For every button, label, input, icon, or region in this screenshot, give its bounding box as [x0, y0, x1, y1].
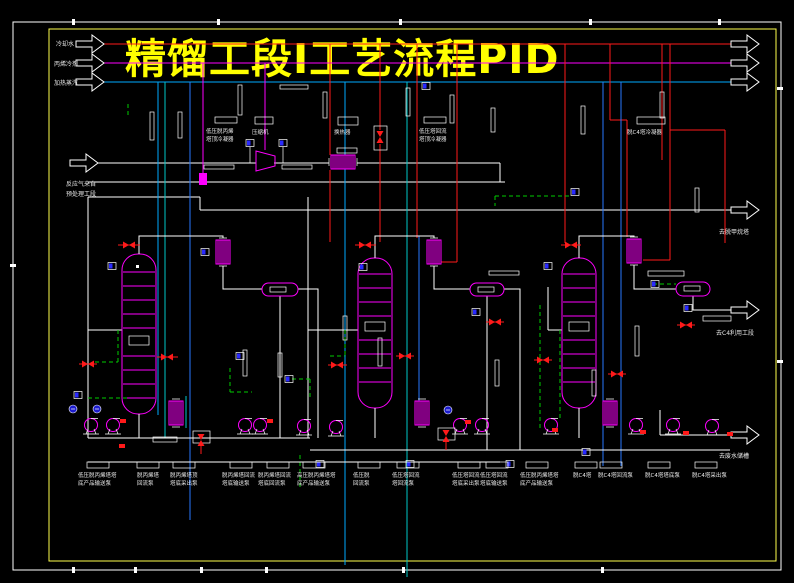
drawing-title: 精馏工段Ⅰ工艺流程PID	[125, 35, 560, 83]
condenser2-label-2: 塔顶冷凝器	[419, 135, 447, 143]
pump-label: 脱丙烯塔回流	[222, 471, 256, 479]
pump-label: 脱C4塔	[573, 471, 592, 479]
pump-label: 脱C4塔采出泵	[692, 471, 727, 479]
inline-elements	[591, 187, 700, 397]
feed-stream: 反应气来自 预处理工段	[66, 153, 501, 198]
motor-bubble	[443, 405, 453, 415]
pump-label: 低压塔回流	[392, 471, 420, 479]
motor-bubble	[68, 404, 78, 414]
bottom-label-row: 低压脱丙烯塔塔 底产品输送泵 脱丙烯塔 回流泵 脱丙烯塔顶 塔底采出泵 脱丙烯塔…	[78, 461, 727, 487]
pump-label: 脱C4塔回流泵	[598, 471, 633, 479]
pump-label: 高压脱丙烯塔塔	[297, 471, 336, 479]
pump-label: 底产品输送泵	[520, 479, 554, 487]
column-1-tag-plate	[128, 335, 150, 346]
inline-elements	[149, 84, 665, 141]
pump-label: 脱丙烯塔顶	[170, 471, 198, 479]
pump-label: 底产品输送泵	[78, 479, 112, 487]
pump-label: 塔底回流泵	[258, 479, 286, 487]
stream-label-refrigerant: 丙烯冷剂	[54, 60, 78, 68]
feed-label-line2: 预处理工段	[66, 190, 96, 198]
reflux-drum-3	[675, 281, 711, 297]
pump-label: 回流泵	[137, 479, 154, 487]
column-module-2	[299, 82, 580, 490]
reflux-drum-2	[469, 282, 505, 297]
condenser3-label: 脱C4塔冷凝器	[627, 128, 662, 136]
pump-label: 低压脱	[353, 471, 370, 479]
pump-label: 底产品输送泵	[297, 479, 331, 487]
top-equipment: 低压脱丙烯 塔顶冷凝器 压缩机 换热器 低压塔回流 塔顶冷凝器 脱C4塔冷凝器	[149, 84, 666, 172]
column-2-tag-plate	[364, 321, 386, 332]
utility-drops	[157, 44, 726, 577]
pump-label: 塔底输送泵	[480, 479, 508, 487]
compressor-label: 压缩机	[252, 128, 269, 136]
pump-label: 回流泵	[353, 479, 370, 487]
pump-label: 塔底采出泵	[170, 479, 198, 487]
pump-label: 低压脱丙烯塔塔	[520, 471, 559, 479]
process-lines	[87, 181, 731, 438]
column-module-1	[73, 104, 319, 438]
pump-label: 塔底采出泵	[452, 479, 480, 487]
column-3-tag-plate	[568, 321, 590, 332]
outlet-label-1: 去脱甲烷塔	[719, 228, 749, 236]
outlet-label-3: 去废水储槽	[719, 452, 749, 460]
inline-elements	[242, 349, 283, 378]
pump-label: 脱丙烯塔回流	[258, 471, 292, 479]
condenser1-label-2: 塔顶冷凝器	[206, 135, 234, 143]
heat-exchanger-symbol	[328, 154, 358, 170]
condenser2-label-1: 低压塔回流	[419, 127, 447, 135]
pump-label: 塔回流泵	[392, 479, 415, 487]
condenser1-label-1: 低压脱丙烯	[206, 127, 234, 135]
frame-ticks	[10, 19, 783, 573]
pump-label: 低压塔回流	[480, 471, 508, 479]
pump-label: 脱丙烯塔	[137, 471, 160, 479]
inline-elements	[342, 315, 500, 387]
stream-label-steam: 加热蒸汽	[54, 79, 78, 87]
pump-label: 脱C4塔塔底泵	[645, 471, 680, 479]
exchanger-label: 换热器	[334, 128, 351, 136]
outlet-label-2: 去C4利用工段	[716, 329, 754, 337]
stream-label-cooling-water: 冷却水	[56, 40, 74, 48]
reflux-drum-1	[261, 282, 299, 297]
feed-label-line1: 反应气来自	[66, 180, 96, 188]
pump-label: 塔底输送泵	[222, 479, 250, 487]
pump-label: 低压塔回流	[452, 471, 480, 479]
pump-label: 低压脱丙烯塔塔	[78, 471, 117, 479]
column-module-3: 去脱甲烷塔 去C4利用工段 去废水储槽	[534, 187, 760, 460]
compressor-symbol	[255, 150, 276, 172]
drain-markers	[119, 419, 733, 448]
drawing-frame	[10, 19, 783, 573]
motor-bubble	[92, 404, 102, 414]
